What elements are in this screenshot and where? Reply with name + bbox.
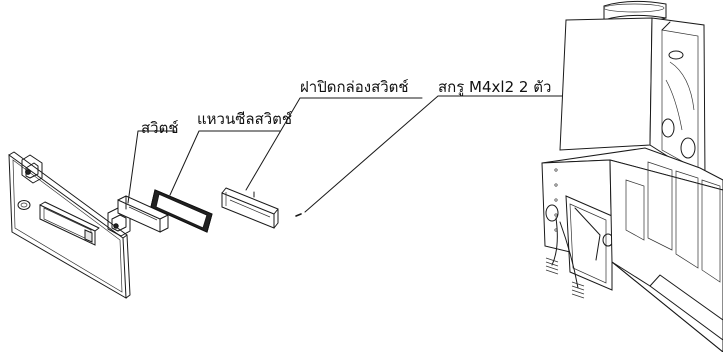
leader-lines xyxy=(127,95,584,213)
switch xyxy=(117,195,169,233)
range-hood-assembly xyxy=(541,0,723,352)
switch-box-cover xyxy=(221,187,279,229)
label-switch: สวิตช์ xyxy=(141,119,179,137)
switch-mount-panel xyxy=(8,151,131,299)
label-screw: สกรู M4xl2 2 ตัว xyxy=(438,78,552,96)
screw xyxy=(295,213,302,217)
label-switch-box-cover: ฝาปิดกล่องสวิตช์ xyxy=(300,78,409,96)
switch-seal-ring xyxy=(150,189,213,233)
label-switch-seal: แหวนซีลสวิตช์ xyxy=(197,110,293,128)
